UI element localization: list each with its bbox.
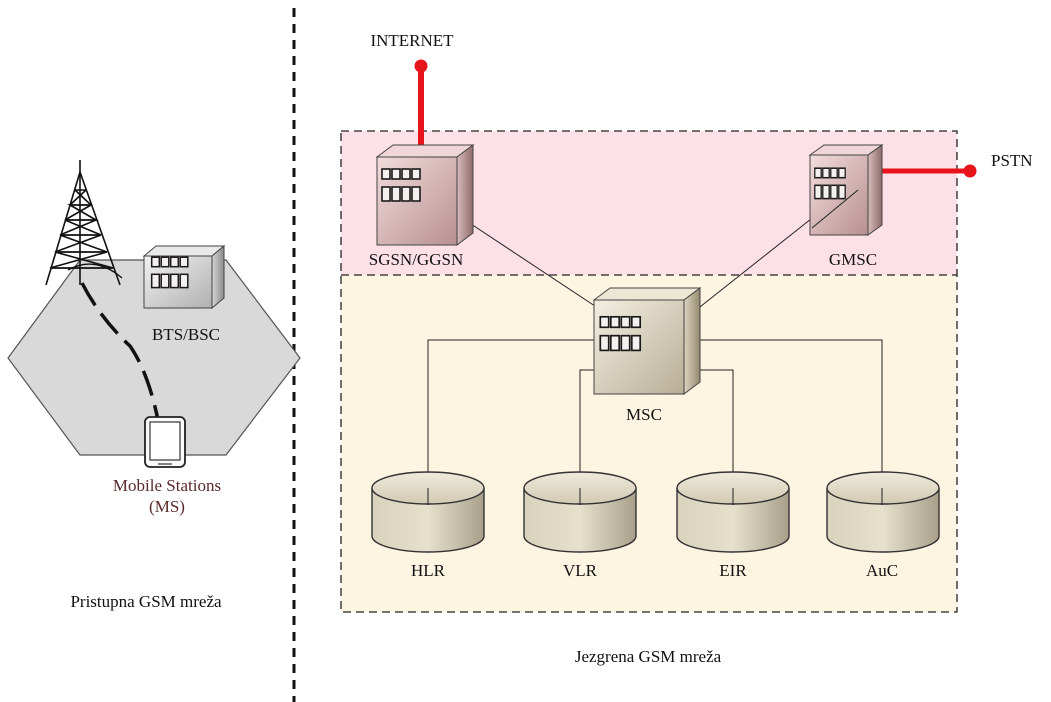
pstn-link [877,164,977,178]
mobile-stations-label: Mobile Stations [113,476,221,495]
gmsc-building-icon [808,144,884,236]
sgsn-ggsn-building-icon [375,144,475,246]
auc-database-icon [826,471,940,553]
vlr-database-icon [523,471,637,553]
internet-link [414,59,428,154]
core-network-boundary [340,130,958,613]
core-network-label: Jezgrena GSM mreža [575,647,722,666]
db-link-ends [427,488,883,505]
msc-building-icon [592,287,702,395]
sgsn-ggsn-label: SGSN/GGSN [369,250,463,269]
hlr-database-icon [371,471,485,553]
hlr-label: HLR [411,561,446,580]
eir-label: EIR [719,561,747,580]
gmsc-label: GMSC [829,250,877,269]
mobile-phone-icon [144,416,186,468]
auc-label: AuC [866,561,898,580]
mobile-stations-abbr-label: (MS) [149,497,185,516]
bts-bsc-building-icon [142,244,226,310]
cell-hexagon [7,259,301,456]
msc-label: MSC [626,405,662,424]
gmsc-msc-link-overlay [811,189,859,229]
bts-bsc-label: BTS/BSC [152,325,220,344]
pstn-label: PSTN [991,151,1033,170]
eir-database-icon [676,471,790,553]
radio-link [80,282,160,421]
vlr-label: VLR [563,561,598,580]
internet-label: INTERNET [370,31,454,50]
access-network-label: Pristupna GSM mreža [70,592,222,611]
antenna-tower-icon [45,160,123,286]
